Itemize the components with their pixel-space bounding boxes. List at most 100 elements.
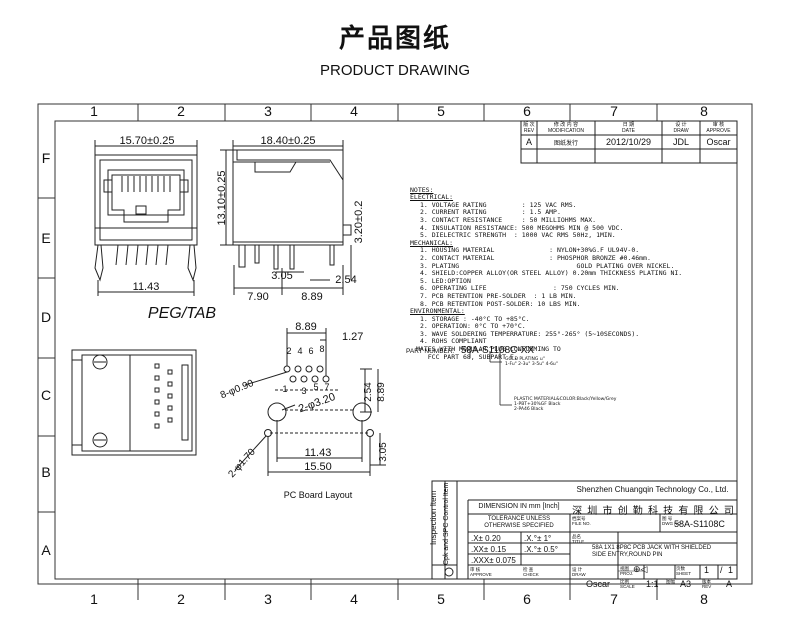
sheet-value: 1 <box>704 565 710 575</box>
notes-environmental-6: FCC PART 68, SUBPART F. <box>416 352 518 361</box>
col-bottom-1: 1 <box>90 591 98 607</box>
notes-block: NOTES:ELECTRICAL:1. VOLTAGE RATING : 125… <box>410 179 682 369</box>
side-label-inspection: Inspection Item <box>429 490 438 545</box>
pcb-dim-889: 8.89 <box>295 321 316 333</box>
row-f: F <box>42 150 51 166</box>
col-bottom-6: 6 <box>523 591 531 607</box>
plastic-option-2: 2-PA46 Black <box>514 407 544 412</box>
top-view <box>71 349 197 456</box>
pcb-dim-127: 1.27 <box>342 331 363 343</box>
title-block <box>431 480 738 580</box>
page-title-en: PRODUCT DRAWING <box>320 62 470 79</box>
col-top-8: 8 <box>700 103 708 119</box>
notes-environmental-3: 3. WAVE SOLDERING TEMPERRATURE: 255°-265… <box>420 329 640 338</box>
notes-mechanical-5: 5. LED:OPTION <box>420 276 471 285</box>
col-bottom-7: 7 <box>610 591 618 607</box>
notes-mechanical-2: 2. CONTACT MATERIAL : PHOSPHOR BRONZE #0… <box>420 253 651 262</box>
pin-label-1: 1 <box>282 384 287 394</box>
pcb-dim-889v: 8.89 <box>376 382 387 402</box>
col-bottom-2: 2 <box>177 591 185 607</box>
pcb-layout <box>234 328 386 476</box>
plastic-note: PLASTIC MATERIAL&COLOR:Black/Yellow/Grey… <box>514 397 616 412</box>
dimension-label: DIMENSION IN mm [Inch] <box>478 503 560 510</box>
tol-1-linear: .X± 0.20 <box>471 534 501 543</box>
notes-environmental-4: 4. ROHS COMPLIANT <box>420 337 487 346</box>
part-number-label: PART NUMBER: <box>406 348 455 355</box>
sheet-separator: / <box>720 565 723 575</box>
company-name-cn: 深 圳 市 创 勤 科 技 有 限 公 司 <box>572 506 735 517</box>
notes-environmental-2: 2. OPERATION: 0°C TO +70°C. <box>420 322 526 331</box>
pcb-layout-caption: PC Board Layout <box>284 490 353 500</box>
tolerance-line-2: OTHERWISE SPECIFIED <box>484 523 554 529</box>
page-title-cn: 产品图纸 <box>338 24 451 54</box>
dwg-no: 58A-S1108C <box>674 519 725 529</box>
notes-electrical-1: 1. VOLTAGE RATING : 125 VAC RMS. <box>420 200 577 209</box>
col-bottom-4: 4 <box>350 591 358 607</box>
notes-mechanical-3: 3. PLATING GOLD PLATING OVER NICKEL. <box>420 261 675 270</box>
dim-front-bottom: 11.43 <box>133 281 160 293</box>
dim-side-pin: 3.20±0.2 <box>353 201 365 244</box>
gold-plating-options: 1-Fu" 2-3u" 3-5u" 4-6u" <box>505 362 558 367</box>
part-number-row: PART NUMBER: 58A-S1108C-XX <box>406 340 534 358</box>
rev-block-value: A <box>726 579 733 589</box>
plastic-label: PLASTIC MATERIAL&COLOR:Black/Yellow/Grey <box>514 397 617 402</box>
title-text-line-1: 58A 1X1 8P8C PCB JACK WITH SHIELDED <box>592 545 712 551</box>
notes-electrical-5: 5. DIELECTRIC STRENGTH : 1000 VAC RMS 50… <box>420 231 616 240</box>
plastic-option-1: 1-PBT+30%GF Black <box>514 402 561 407</box>
tol-2-linear: .XX± 0.15 <box>471 545 507 554</box>
col-top-4: 4 <box>350 103 358 119</box>
dim-side-height: 13.10±0.25 <box>216 171 228 226</box>
pin-label-6: 6 <box>308 346 313 356</box>
pin-label-5: 5 <box>313 382 318 392</box>
side-label-control: Cpk and SPC Control Item <box>443 482 450 565</box>
pin-label-8: 8 <box>319 344 324 354</box>
notes-environmental-1: 1. STORAGE : -40°C TO +85°C. <box>420 314 530 323</box>
col-bottom-5: 5 <box>437 591 445 607</box>
notes-title: NOTES: <box>410 185 434 194</box>
projection-icon: ⊕◁ <box>633 564 648 574</box>
row-c: C <box>41 387 51 403</box>
pin-label-7: 7 <box>324 382 329 392</box>
dim-254: 2.54 <box>335 274 356 286</box>
notes-mechanical-7: 7. PCB RETENTION PRE-SOLDER : 1 LB MIN. <box>420 291 577 300</box>
tolerance-line-1: TOLERANCE UNLESS <box>487 516 551 522</box>
dim-889: 8.89 <box>301 291 322 303</box>
col-top-5: 5 <box>437 103 445 119</box>
company-name: Shenzhen Chuangqin Technology Co., Ltd. <box>576 485 729 494</box>
col-top-7: 7 <box>610 103 618 119</box>
notes-mechanical-title: MECHANICAL: <box>410 238 454 247</box>
dim-front-width: 15.70±0.25 <box>120 135 175 147</box>
notes-mechanical-4: 4. SHIELD:COPPER ALLOY(OR STEEL ALLOY) 0… <box>420 269 683 278</box>
tol-2-angle: .X.°± 0.5° <box>524 545 558 554</box>
front-view <box>94 140 198 296</box>
revision-table <box>520 120 738 164</box>
sheet-total: 1 <box>728 565 734 575</box>
tol-3-linear: .XXX± 0.075 <box>471 556 516 565</box>
notes-electrical-title: ELECTRICAL: <box>410 193 454 202</box>
row-e: E <box>41 230 50 246</box>
rev-approve: Oscar <box>706 137 731 147</box>
row-b: B <box>41 464 50 480</box>
col-top-3: 3 <box>264 103 272 119</box>
title-text-line-2: SIDE ENTRY,ROUND PIN <box>592 552 663 558</box>
notes-electrical-4: 4. INSULATION RESISTANCE: 500 MEGOHMS MI… <box>420 223 624 232</box>
drawing-border <box>37 103 753 585</box>
gold-plating-note: GOLD PLATING u" 1-Fu" 2-3u" 3-5u" 4-6u" <box>505 357 558 367</box>
notes-electrical-2: 2. CURRENT RATING : 1.5 AMP. <box>420 208 561 217</box>
notes-mechanical-8: 8. PCB RETENTION POST-SOLDER: 10 LBS MIN… <box>420 299 581 308</box>
rev-date: 2012/10/29 <box>605 137 652 147</box>
col-top-2: 2 <box>177 103 185 119</box>
